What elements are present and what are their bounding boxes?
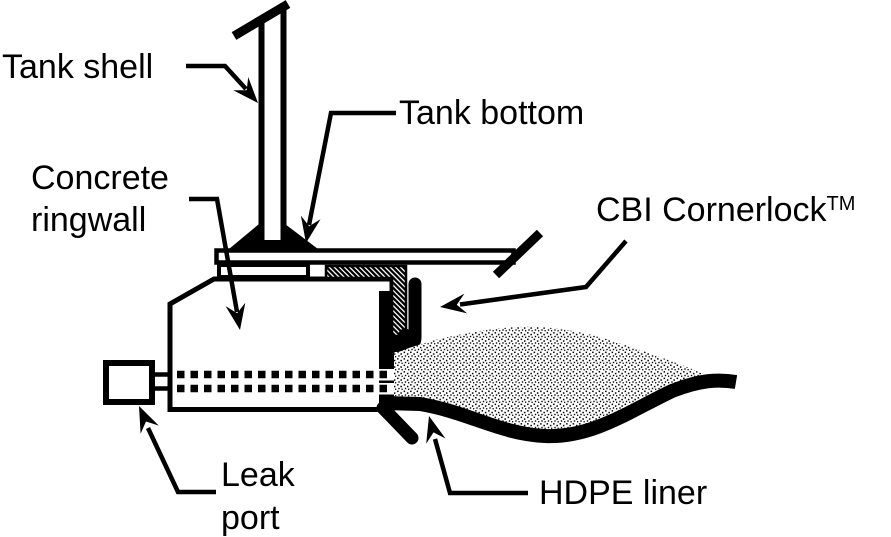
weld-fillets: [229, 224, 318, 249]
shell-break-mark: [231, 0, 291, 40]
tank-bottom-leader: [306, 110, 396, 226]
concrete-ringwall-label-line1: Concrete: [31, 159, 169, 197]
cbi-cornerlock-leader: [459, 239, 628, 307]
hdpe-liner-arrowhead: [426, 416, 446, 444]
plate-break-mark: [492, 229, 544, 279]
concrete-ringwall-arrowhead: [225, 302, 246, 330]
annular-plate: [217, 263, 310, 279]
tank-bottom-arrowhead: [300, 215, 321, 243]
concrete-ringwall-label-line2: ringwall: [31, 201, 147, 239]
weld-fillet-right: [285, 224, 318, 249]
sand-fill: [394, 326, 712, 434]
leak-port-label-line1: Leak: [221, 456, 295, 494]
tank-bottom-plate: [214, 248, 516, 265]
leak-port-leader: [145, 427, 216, 495]
weld-fillet-left: [229, 224, 259, 249]
cornerlock-angle-hatch: [324, 264, 408, 338]
tank-bottom-label-text: Tank bottom: [399, 94, 585, 132]
cbi-cornerlock-label-text: CBI Cornerlock: [596, 191, 827, 229]
liner-flap: [376, 401, 419, 445]
hdpe-liner-wave: [383, 373, 738, 444]
tank-shell-arrowhead: [233, 77, 258, 103]
tank-shell-leader: [186, 63, 248, 91]
concrete-ringwall-label: Concrete ringwall: [31, 157, 169, 241]
tank-shell-shape: [218, 0, 295, 248]
leader-arrowheads: [139, 77, 468, 444]
hdpe-liner-leader: [432, 438, 528, 496]
cbi-cornerlock-arrowhead: [440, 293, 468, 314]
tank-shell-label: Tank shell: [2, 50, 153, 84]
hdpe-liner-label-text: HDPE liner: [539, 474, 708, 512]
leak-port-box: [103, 360, 155, 405]
leak-port-label-line2: port: [221, 499, 280, 537]
tank-shell-label-text: Tank shell: [2, 48, 154, 86]
tank-bottom-label: Tank bottom: [399, 96, 584, 130]
liner-clamp-bar: [398, 277, 422, 352]
leak-channel-dashes: [177, 370, 391, 393]
leak-port-arrowhead: [139, 406, 159, 434]
hdpe-liner-label: HDPE liner: [539, 476, 707, 510]
cbi-cornerlock-trademark: TM: [826, 193, 856, 215]
concrete-ringwall-leader: [189, 196, 240, 313]
leader-lines: [145, 63, 628, 496]
cbi-cornerlock-label: CBI CornerlockTM: [596, 193, 855, 227]
leak-port-label: Leak port: [221, 454, 295, 537]
